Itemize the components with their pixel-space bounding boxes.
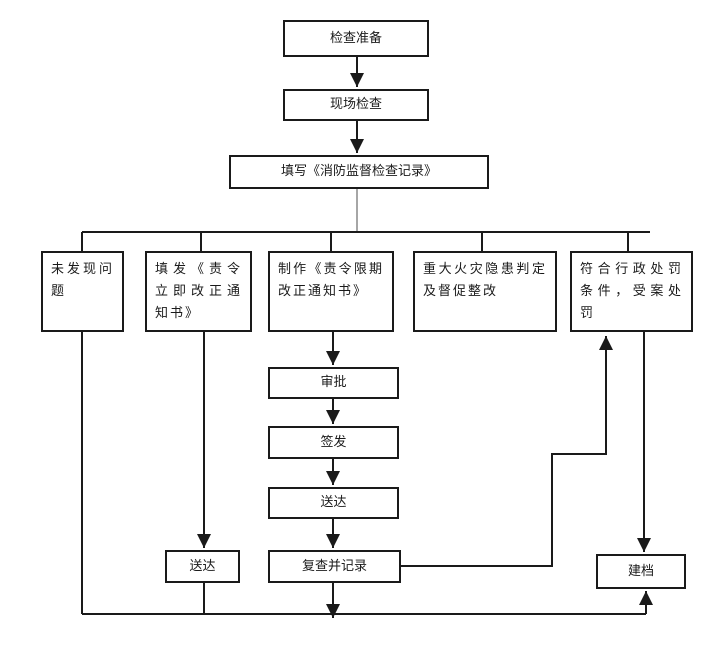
box-archive-label: 建档: [627, 563, 654, 579]
box-recheck: 复查并记录: [268, 550, 401, 583]
box-penalty: 符合行政处罚条件，受案处罚: [570, 251, 693, 332]
box-approve-label: 审批: [320, 375, 347, 390]
box-no-problem-label: 未发现问题: [51, 262, 114, 299]
box-no-problem: 未发现问题: [41, 251, 124, 332]
box-issue: 签发: [268, 426, 399, 459]
box-issue-label: 签发: [320, 434, 347, 450]
box-penalty-label: 符合行政处罚条件，受案处罚: [580, 262, 683, 321]
box-onsite-check-label: 现场检查: [329, 97, 382, 112]
box-immediate-notice: 填发《责令立即改正通知书》: [145, 251, 252, 332]
box-immediate-notice-label: 填发《责令立即改正通知书》: [155, 262, 242, 321]
box-deliver-main-label: 送达: [320, 495, 347, 510]
box-fill-record: 填写《消防监督检查记录》: [229, 155, 489, 189]
box-deliver-left-label: 送达: [189, 558, 216, 574]
box-deadline-notice: 制作《责令限期改正通知书》: [268, 251, 394, 332]
box-major-hazard: 重大火灾隐患判定及督促整改: [413, 251, 557, 332]
box-approve: 审批: [268, 367, 399, 399]
box-major-hazard-label: 重大火灾隐患判定及督促整改: [423, 262, 547, 299]
box-onsite-check: 现场检查: [283, 89, 429, 121]
box-deadline-notice-label: 制作《责令限期改正通知书》: [278, 262, 384, 299]
box-recheck-label: 复查并记录: [301, 558, 367, 574]
box-archive: 建档: [596, 554, 686, 589]
box-deliver-main: 送达: [268, 487, 399, 519]
connector-recheck-penalty: [401, 336, 613, 567]
box-check-prepare-label: 检查准备: [329, 30, 382, 46]
box-deliver-left: 送达: [165, 550, 240, 583]
box-fill-record-label: 填写《消防监督检查记录》: [280, 164, 437, 179]
box-check-prepare: 检查准备: [283, 20, 429, 57]
